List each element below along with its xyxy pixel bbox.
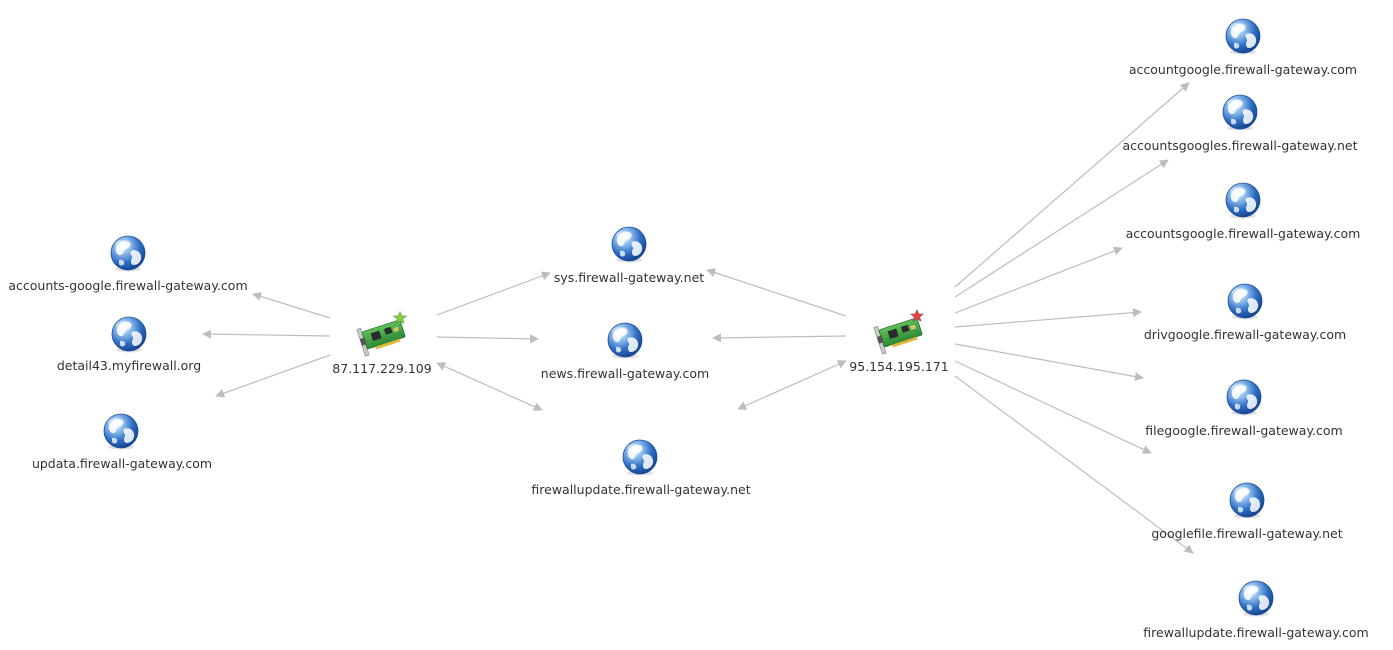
- globe-icon: [1229, 482, 1265, 519]
- node-label: accountsgoogles.firewall-gateway.net: [1122, 138, 1357, 153]
- node-d1[interactable]: accounts-google.firewall-gateway.com: [8, 235, 248, 293]
- edge-ip2-r2: [954, 159, 1169, 298]
- edge-ip1-m3: [436, 362, 543, 411]
- node-label: updata.firewall-gateway.com: [32, 456, 212, 471]
- edge-ip2-m1: [706, 268, 847, 317]
- node-m3[interactable]: firewallupdate.firewall-gateway.net: [531, 439, 751, 497]
- node-label: accountgoogle.firewall-gateway.com: [1129, 62, 1357, 77]
- edge-ip1-d3: [215, 354, 331, 398]
- node-label: drivgoogle.firewall-gateway.com: [1144, 327, 1346, 342]
- node-m2[interactable]: news.firewall-gateway.com: [541, 322, 709, 381]
- edge-ip2-r7: [954, 375, 1194, 554]
- node-m1[interactable]: sys.firewall-gateway.net: [554, 226, 704, 285]
- nodes-layer: 87.117.229.109 95.154.195.171 accounts-goo…: [8, 18, 1369, 640]
- globe-icon: [622, 439, 658, 476]
- edges-layer: [202, 82, 1194, 554]
- edge-ip2-m3: [737, 360, 847, 410]
- node-d2[interactable]: detail43.myfirewall.org: [57, 316, 201, 373]
- globe-icon: [1225, 18, 1261, 55]
- node-label: 95.154.195.171: [849, 359, 948, 374]
- edge-ip2-r1: [954, 82, 1190, 288]
- globe-icon: [110, 235, 146, 272]
- edge-ip1-m2: [436, 334, 539, 344]
- node-label: firewallupdate.firewall-gateway.com: [1143, 625, 1368, 640]
- node-label: accounts-google.firewall-gateway.com: [8, 278, 247, 293]
- globe-icon: [1225, 182, 1261, 219]
- node-label: 87.117.229.109: [332, 361, 431, 376]
- node-label: sys.firewall-gateway.net: [554, 270, 704, 285]
- edge-ip1-d1: [252, 292, 331, 319]
- edge-ip2-r6: [954, 360, 1152, 454]
- edge-ip2-r3: [954, 246, 1123, 314]
- globe-icon: [1238, 580, 1274, 617]
- node-ip2[interactable]: 95.154.195.171: [849, 308, 949, 375]
- node-label: accountsgoogle.firewall-gateway.com: [1126, 226, 1361, 241]
- globe-icon: [1222, 94, 1258, 131]
- status-star-icon: [909, 308, 925, 323]
- edge-ip2-r5: [954, 343, 1144, 381]
- network-adapter-icon: [356, 310, 408, 357]
- globe-icon: [1227, 283, 1263, 320]
- edge-ip1-d2: [202, 329, 331, 339]
- globe-icon: [103, 413, 139, 450]
- globe-icon: [111, 316, 147, 353]
- globe-icon: [611, 226, 647, 263]
- node-label: googlefile.firewall-gateway.net: [1151, 526, 1342, 541]
- node-r3[interactable]: accountsgoogle.firewall-gateway.com: [1126, 182, 1361, 241]
- edge-ip2-m2: [712, 333, 847, 343]
- node-label: detail43.myfirewall.org: [57, 358, 201, 373]
- edge-ip2-r4: [954, 308, 1142, 328]
- node-r2[interactable]: accountsgoogles.firewall-gateway.net: [1122, 94, 1358, 153]
- node-ip1[interactable]: 87.117.229.109: [332, 310, 432, 377]
- globe-icon: [607, 322, 643, 359]
- node-label: firewallupdate.firewall-gateway.net: [531, 482, 750, 497]
- node-r4[interactable]: drivgoogle.firewall-gateway.com: [1144, 283, 1346, 342]
- edge-ip1-m1: [436, 271, 551, 316]
- network-adapter-icon: [873, 308, 925, 355]
- node-r5[interactable]: filegoogle.firewall-gateway.com: [1145, 379, 1343, 438]
- node-r1[interactable]: accountgoogle.firewall-gateway.com: [1129, 18, 1357, 77]
- node-r7[interactable]: firewallupdate.firewall-gateway.com: [1143, 580, 1369, 640]
- node-d3[interactable]: updata.firewall-gateway.com: [32, 413, 212, 471]
- node-r6[interactable]: googlefile.firewall-gateway.net: [1151, 482, 1343, 541]
- node-label: news.firewall-gateway.com: [541, 366, 709, 381]
- globe-icon: [1226, 379, 1262, 416]
- node-label: filegoogle.firewall-gateway.com: [1145, 423, 1342, 438]
- status-star-icon: [392, 310, 408, 325]
